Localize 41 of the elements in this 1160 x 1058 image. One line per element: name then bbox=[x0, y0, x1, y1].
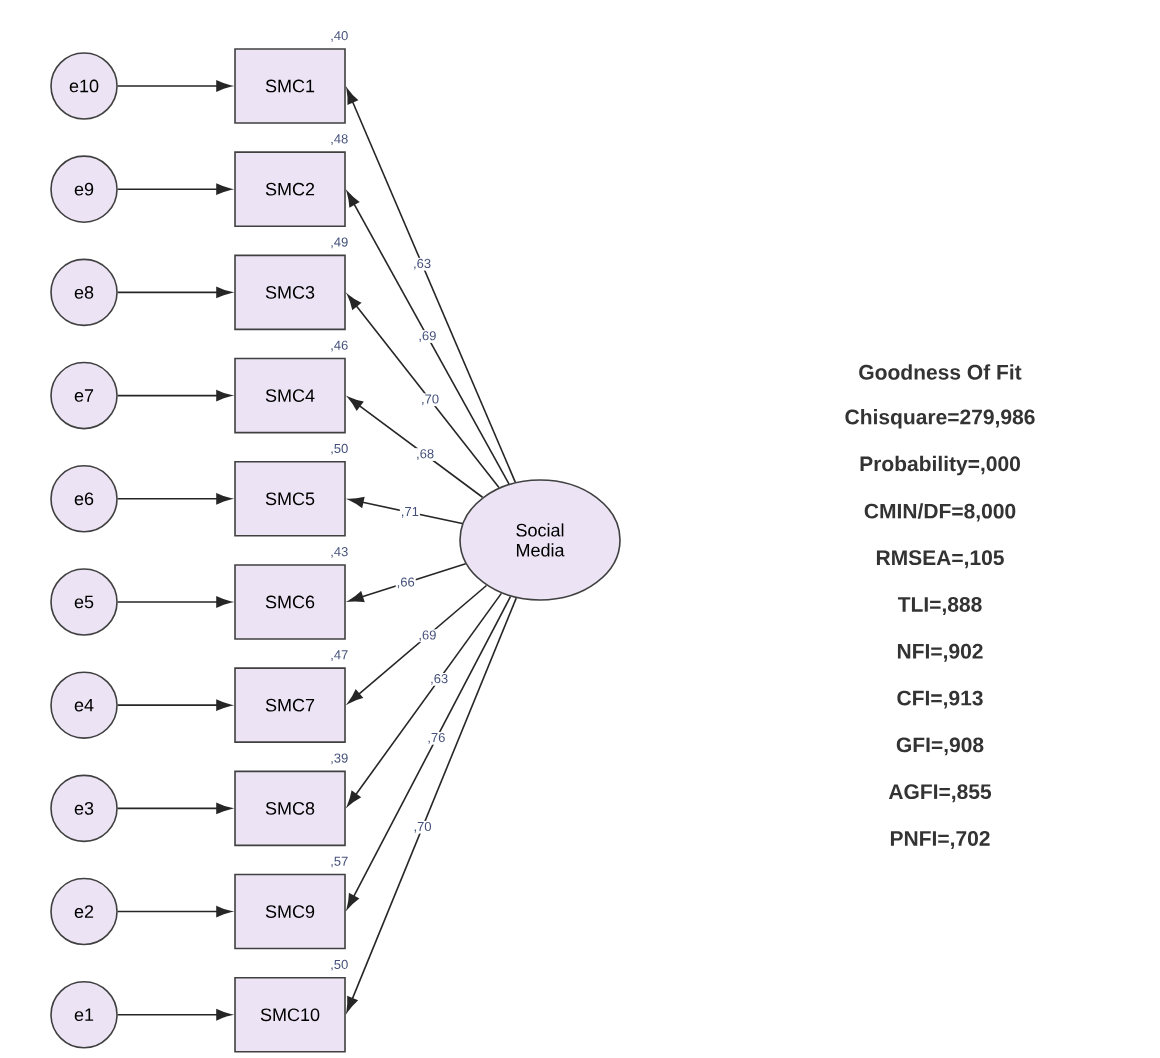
arrow bbox=[346, 597, 518, 1013]
arrow bbox=[117, 80, 232, 92]
fit-statistic: AGFI=,855 bbox=[888, 784, 992, 803]
fit-statistic: Probability=,000 bbox=[860, 455, 1020, 476]
indicator-box: SMC9 bbox=[234, 873, 346, 950]
indicator-box: SMC6 bbox=[234, 564, 346, 640]
fit-statistic: NFI=,902 bbox=[897, 643, 983, 662]
arrow bbox=[346, 595, 512, 910]
fit-statistic: TLI=,888 bbox=[897, 597, 982, 615]
indicator-box: SMC4 bbox=[234, 357, 346, 434]
fit-statistic: CMIN/DF=8,000 bbox=[864, 503, 1016, 522]
arrow bbox=[117, 1009, 232, 1021]
arrow bbox=[346, 191, 510, 485]
indicator-box: SMC7 bbox=[234, 667, 346, 743]
arrow bbox=[117, 699, 232, 711]
fit-statistic: RMSEA=,105 bbox=[876, 550, 1004, 569]
indicator-box: SMC1 bbox=[234, 48, 346, 124]
arrow bbox=[117, 802, 232, 814]
arrow bbox=[117, 390, 232, 402]
indicator-box: SMC2 bbox=[234, 151, 346, 227]
arrow bbox=[347, 294, 500, 489]
indicator-box: SMC3 bbox=[234, 254, 346, 331]
arrow bbox=[117, 286, 232, 298]
arrow bbox=[347, 592, 503, 807]
fit-statistic: CFI=,913 bbox=[897, 690, 983, 709]
indicator-box: SMC5 bbox=[234, 460, 346, 537]
arrow bbox=[117, 493, 232, 505]
arrow bbox=[348, 562, 467, 602]
fit-statistic: Goodness Of Fit bbox=[859, 364, 1022, 380]
arrow bbox=[348, 496, 464, 525]
arrow bbox=[117, 906, 232, 918]
fit-statistic: PNFI=,702 bbox=[890, 831, 990, 849]
indicator-box: SMC8 bbox=[234, 770, 346, 847]
arrow bbox=[347, 584, 488, 704]
arrow bbox=[117, 596, 232, 608]
arrow bbox=[346, 88, 517, 483]
fit-statistic: GFI=,908 bbox=[896, 737, 984, 756]
arrow bbox=[117, 183, 232, 195]
fit-statistic: Chisquare=279,986 bbox=[845, 409, 1035, 429]
indicator-box: SMC10 bbox=[234, 976, 346, 1053]
arrow bbox=[347, 396, 484, 499]
